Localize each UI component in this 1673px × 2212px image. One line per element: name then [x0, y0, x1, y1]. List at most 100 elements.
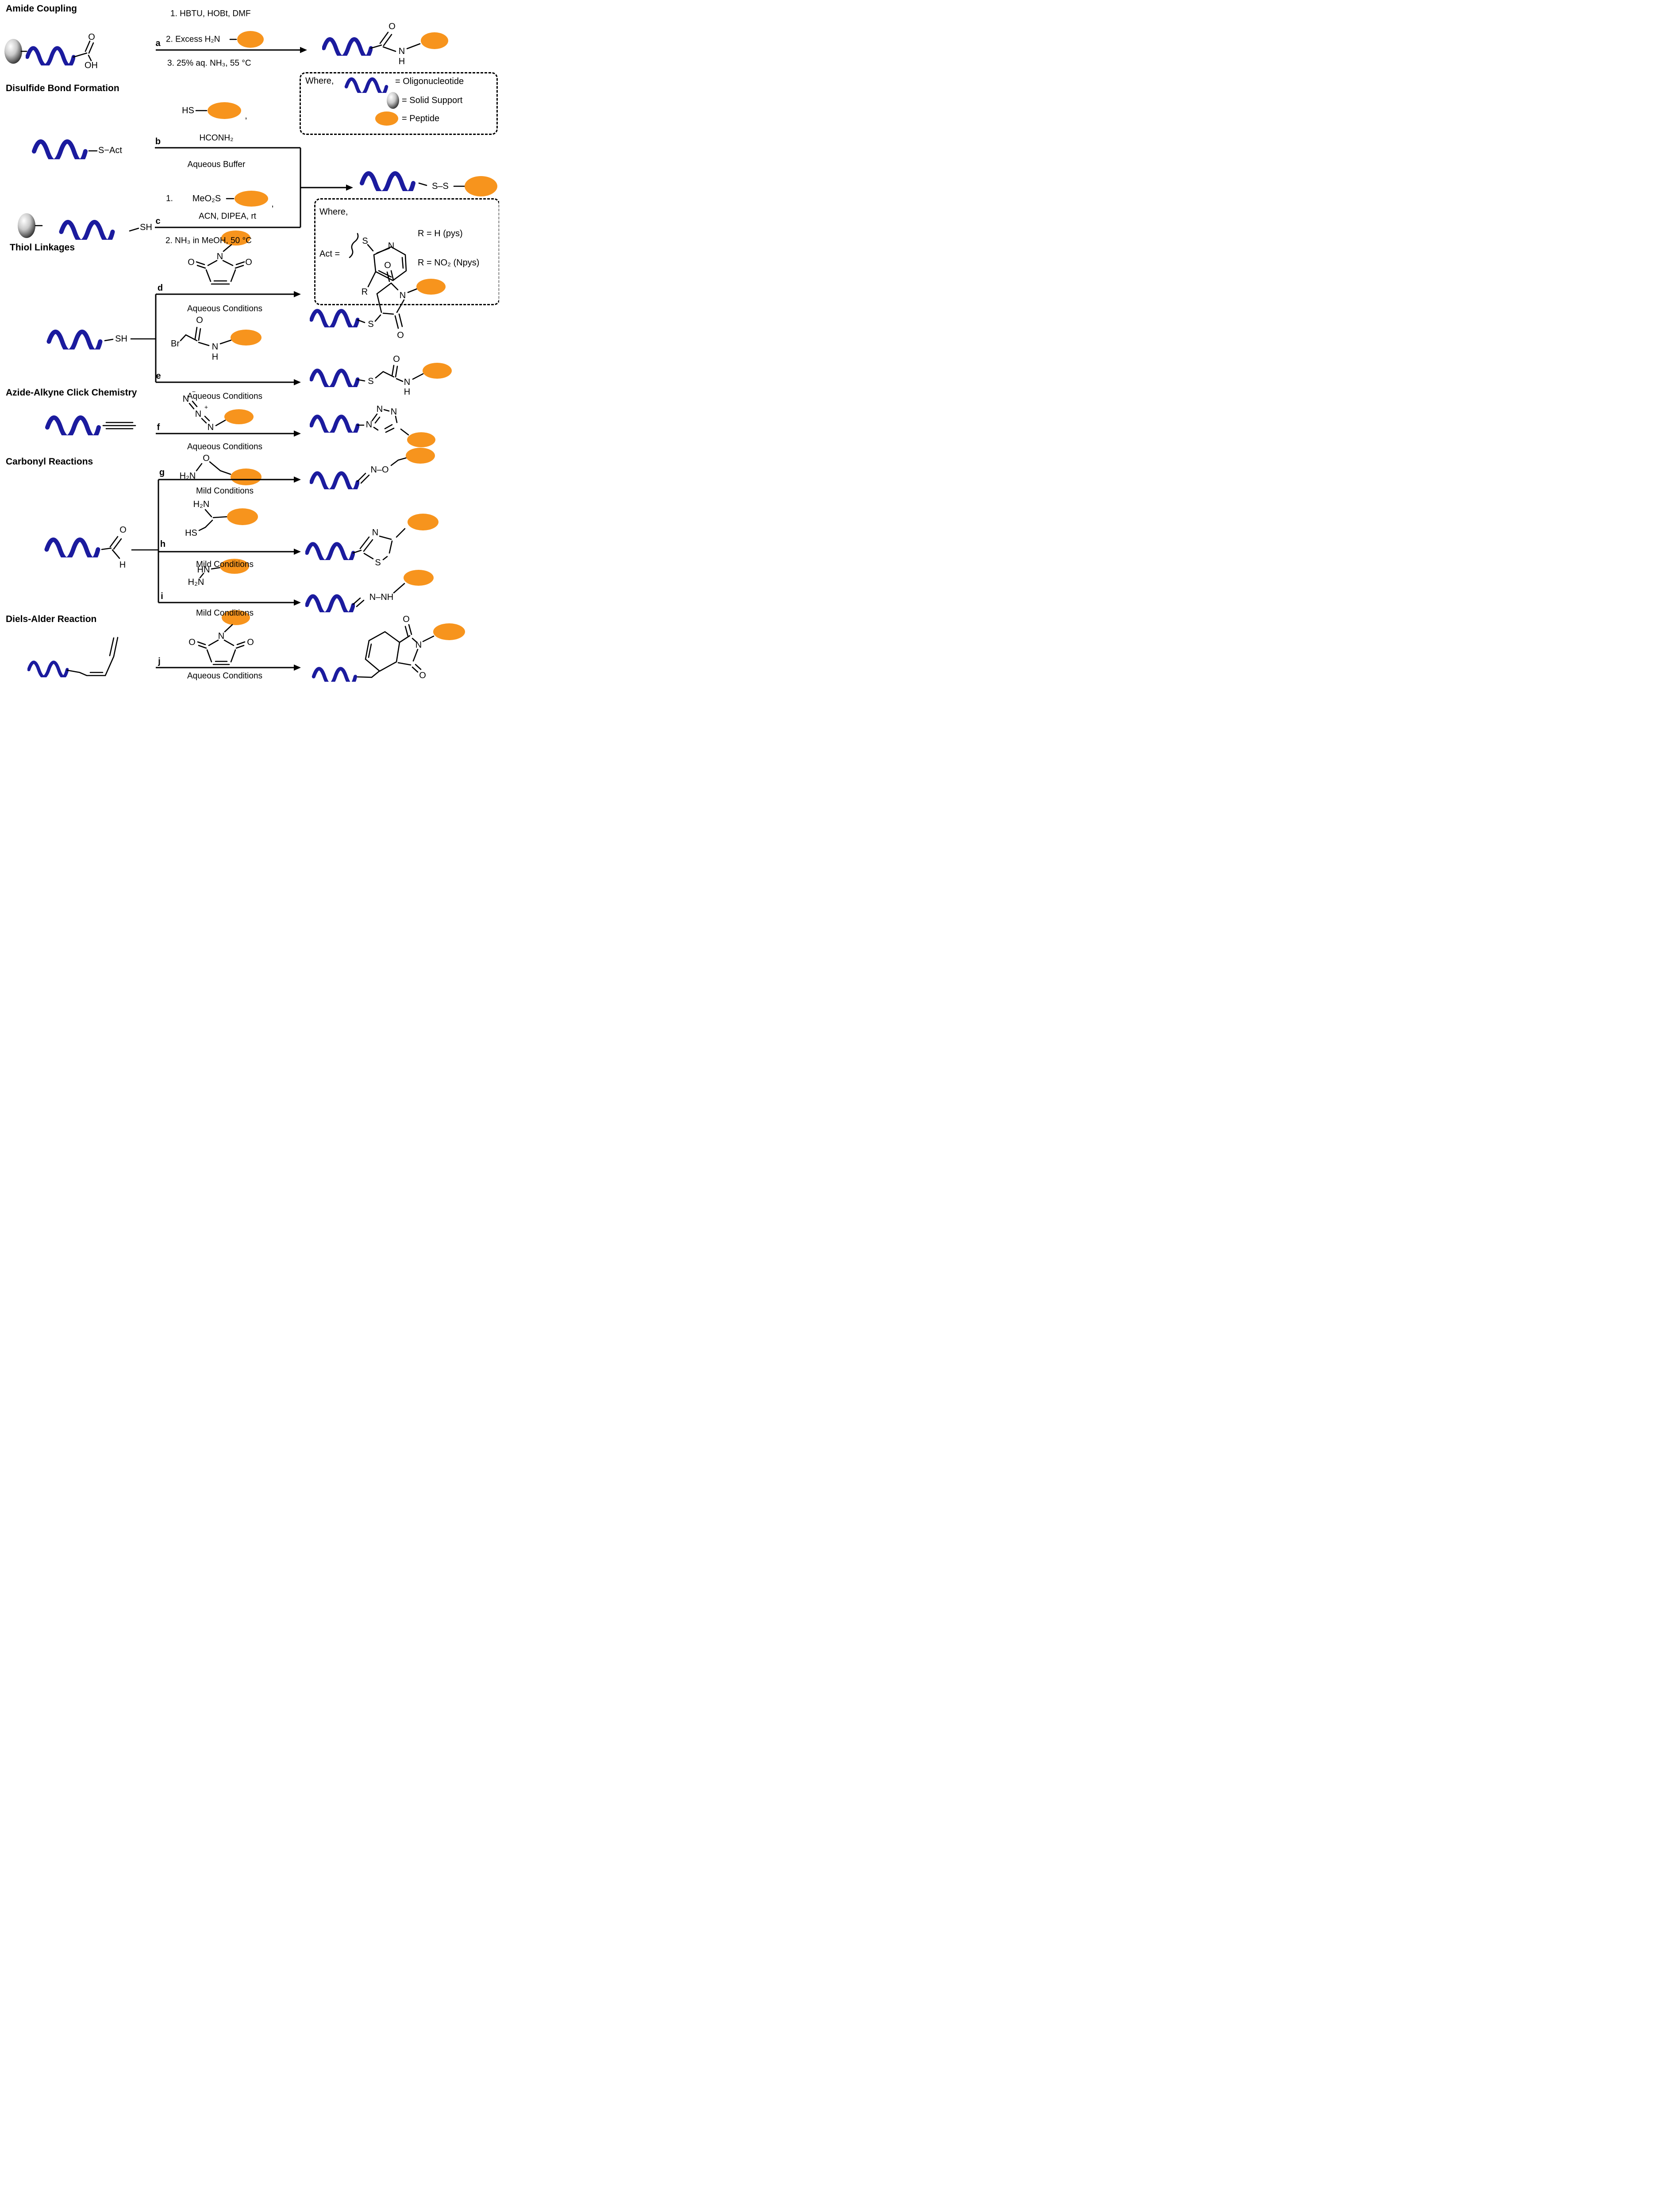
peptide-ellipse: [231, 469, 262, 485]
atom-o: O: [88, 32, 95, 42]
carbonyl-i-arrow: [158, 599, 301, 606]
peptide-ellipse: [222, 610, 250, 625]
thiazoline-product: [307, 514, 438, 561]
section-title-carbonyl: Carbonyl Reactions: [6, 457, 93, 467]
atom-br: Br: [171, 339, 180, 349]
atom-n: N: [415, 640, 422, 650]
peptide-ellipse: [423, 363, 452, 379]
act-legend-r-h: R = H (pys): [418, 229, 463, 238]
solid-support-sphere: [387, 92, 399, 109]
diene-reactant: [29, 637, 119, 677]
legend-support-label: = Solid Support: [402, 96, 463, 105]
azide-reagent: [188, 400, 254, 426]
atom-h: H: [119, 560, 126, 570]
carbonyl-h-arrow: [158, 549, 301, 555]
solid-support-sphere: [18, 213, 35, 238]
charge-minus: −: [192, 388, 196, 395]
oligonucleotide-wavy: [29, 662, 67, 677]
symbol-legend-box: [300, 72, 498, 135]
atom-o: O: [393, 354, 400, 364]
thiol-e-arrow: [156, 379, 301, 385]
peptide-ellipse: [433, 623, 465, 640]
atom-o: O: [247, 637, 254, 647]
oligonucleotide-wavy: [324, 39, 371, 57]
disulfide-reactant1: [34, 142, 98, 161]
atom-n: N: [390, 407, 397, 417]
section-title-diels: Diels-Alder Reaction: [6, 614, 97, 624]
carbonyl-h-conditions: Mild Conditions: [196, 560, 254, 569]
atom-h: H: [404, 387, 411, 397]
click-f-arrow: [156, 430, 301, 437]
carbonyl-i-conditions: Mild Conditions: [196, 608, 254, 618]
atom-n: N: [404, 377, 411, 387]
reaction-scheme: Amide Coupling Disulfide Bond Formation …: [0, 0, 499, 682]
disulfide-b-buffer: Aqueous Buffer: [187, 160, 246, 169]
bromoacetamide-structure: [180, 326, 262, 346]
section-title-click: Azide-Alkyne Click Chemistry: [6, 388, 137, 398]
atom-sh: SH: [115, 334, 127, 344]
atom-h2n: H₂N: [193, 499, 210, 509]
atom-n: N: [212, 342, 219, 352]
atom-r: R: [361, 287, 368, 297]
peptide-ellipse: [231, 330, 262, 346]
atom-n: N: [195, 409, 202, 419]
peptide-ellipse: [224, 409, 254, 424]
arrow-label-d: d: [157, 283, 163, 293]
atom-oh: OH: [85, 61, 98, 70]
aminooxy-reagent: [196, 461, 262, 485]
peptide-ellipse: [375, 111, 398, 126]
diels-product: [314, 623, 465, 682]
carbonyl-g-conditions: Mild Conditions: [196, 486, 254, 496]
peptide-ellipse: [408, 514, 438, 530]
thiol-d-conditions: Aqueous Conditions: [187, 304, 263, 314]
atom-o: O: [384, 261, 391, 270]
legend-peptide-label: = Peptide: [402, 114, 440, 123]
peptide-ellipse: [407, 432, 435, 447]
atom-n: N: [398, 46, 405, 56]
comma: ,: [271, 199, 274, 209]
oligonucleotide-wavy: [27, 48, 74, 66]
scheme-graph: [4, 31, 497, 682]
oligonucleotide-wavy: [47, 540, 98, 559]
hydrazine-reagent: [199, 559, 249, 579]
oligonucleotide-wavy: [47, 418, 99, 437]
maleimide-d-structure: [196, 230, 250, 285]
comma: ,: [245, 111, 247, 121]
atom-h: H: [212, 352, 219, 362]
atom-o: O: [203, 453, 210, 463]
atom-s-act: S−Act: [98, 146, 122, 155]
atom-n: N: [372, 528, 379, 538]
atom-o: O: [245, 257, 252, 267]
peptide-ellipse: [237, 31, 264, 48]
atom-h2n: H₂N: [188, 577, 204, 587]
thiol-reactant: [49, 294, 157, 382]
cysteine-reagent: [198, 508, 258, 531]
atom-hn: HN: [197, 565, 210, 575]
amide-condition-2: 2. Excess H₂N: [166, 35, 220, 44]
atom-n-o: N–O: [370, 465, 389, 475]
atom-n: N: [216, 252, 223, 261]
disulfide-c-meo2s: MeO₂S: [192, 194, 221, 204]
atom-o: O: [119, 525, 127, 535]
oligonucleotide-wavy: [312, 473, 358, 491]
atom-n: N: [218, 631, 225, 641]
triazole-product: [312, 409, 435, 447]
section-title-thiol: Thiol Linkages: [10, 242, 75, 253]
atom-ss: S–S: [432, 181, 449, 191]
atom-n: N: [376, 404, 383, 414]
arrow-label-e: e: [156, 371, 161, 381]
oligonucleotide-wavy: [49, 332, 100, 351]
arrow-label-g: g: [159, 468, 165, 477]
atom-n: N: [182, 394, 189, 404]
atom-o: O: [403, 614, 410, 624]
oligonucleotide-wavy: [312, 311, 358, 329]
amide-arrow: [156, 31, 307, 53]
disulfide-reactant2: [18, 213, 139, 242]
peptide-ellipse: [406, 448, 435, 464]
oligonucleotide-wavy: [312, 371, 358, 388]
atom-o: O: [188, 257, 195, 267]
atom-o: O: [397, 330, 404, 340]
disulfide-b-solvent: HCONH₂: [199, 133, 234, 143]
arrow-label-j: j: [158, 657, 161, 666]
atom-h2n: H₂N: [179, 471, 196, 481]
